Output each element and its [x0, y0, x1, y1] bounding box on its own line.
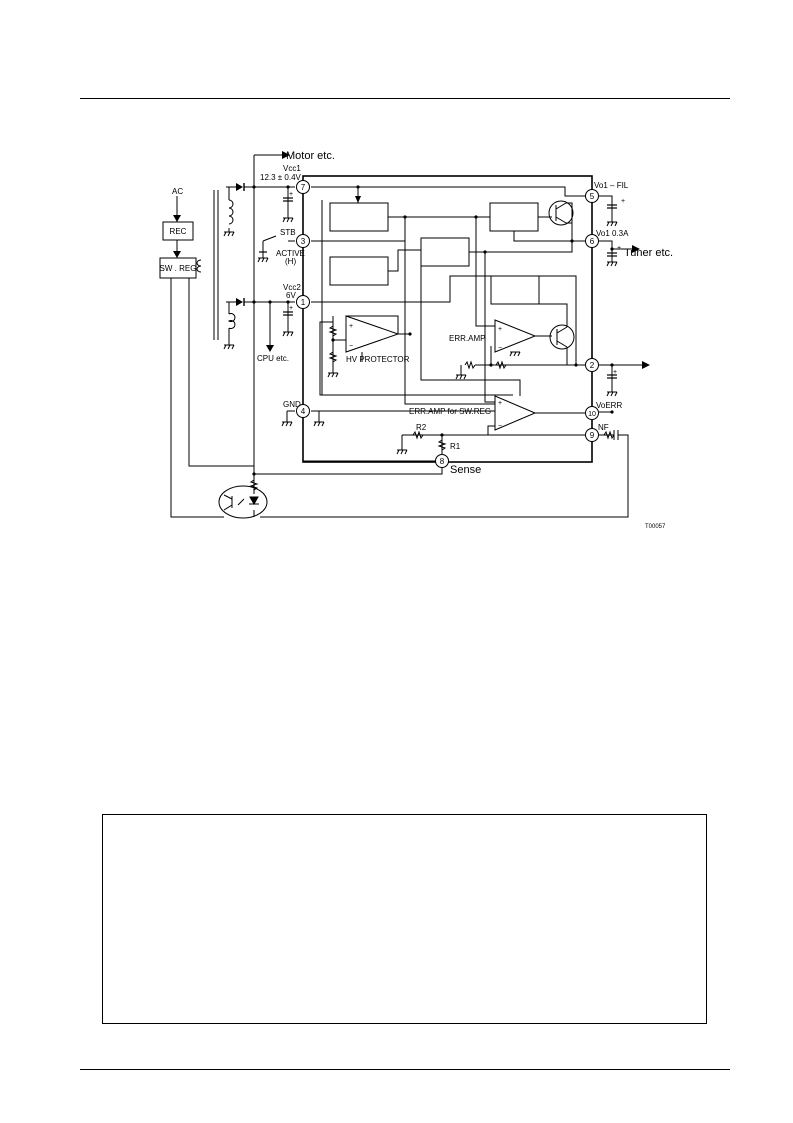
swreg-label: SW . REG [160, 264, 197, 273]
vcc1-name-label: Vcc1 [283, 164, 301, 173]
swreg-block [159, 257, 197, 279]
notes-box [102, 814, 707, 1024]
vo1-current-label: 0.3A [612, 229, 629, 238]
err-amp-label: ERR.AMP [449, 334, 485, 343]
err-amp-opamp [494, 319, 537, 353]
internal-block-upper-right [489, 202, 539, 232]
cpu-arrow-icon [266, 345, 274, 352]
pin-2: 2 [590, 361, 595, 370]
svg-text:+: + [498, 326, 502, 333]
rec-arrow-icon [173, 251, 181, 258]
internal-block-lower-left [329, 256, 389, 286]
resistor-r1 [437, 439, 447, 451]
internal-block-center [420, 237, 470, 267]
active-label: ACTIVE [276, 249, 305, 258]
pin-9: 9 [590, 431, 595, 440]
nf-label: NF [598, 423, 609, 432]
hv-protector-label: HV PROTECTOR [346, 355, 410, 364]
pin-3: 3 [301, 237, 306, 246]
err-amp-swreg-opamp [494, 395, 537, 431]
svg-text:+: + [621, 198, 625, 205]
r1-label: R1 [450, 442, 461, 451]
vcc1-diode-icon [236, 183, 243, 191]
swreg-coil [196, 259, 202, 273]
figure-code-label: T00057 [645, 524, 666, 530]
inner-arrow-icon [355, 196, 361, 203]
r2-label: R2 [416, 423, 427, 432]
svg-text:+: + [498, 400, 502, 407]
pin2-arrow-icon [642, 361, 650, 369]
transformer-coil-upper [228, 199, 234, 225]
transformer-coil-lower [227, 313, 236, 329]
pin-8: 8 [440, 457, 445, 466]
svg-text:+: + [613, 369, 617, 376]
vo1fil-label: Vo1 – FIL [594, 181, 629, 190]
pin-5: 5 [590, 192, 595, 201]
ac-label: AC [172, 187, 183, 196]
resistor-r2 [412, 430, 424, 440]
tuner-label: Tuner etc. [624, 247, 673, 259]
rec-label: REC [170, 227, 187, 236]
vcc1-value-label: 12.3 ± 0.4V [260, 173, 302, 182]
vcc2-diode-icon [236, 298, 243, 306]
err-amp-swreg-label: ERR.AMP for SW.REG [409, 407, 491, 416]
svg-text:+: + [289, 191, 293, 198]
cpu-label: CPU etc. [257, 354, 289, 363]
internal-block-upper-left [329, 202, 389, 232]
output-transistor-lower [549, 324, 575, 350]
sense-label: Sense [450, 464, 481, 476]
vcc2-value-label: 6V [286, 291, 296, 300]
tuner-arrow-icon [632, 245, 640, 253]
ac-arrow-icon [173, 215, 181, 222]
svg-text:−: − [349, 343, 353, 350]
active-h-label: (H) [285, 257, 296, 266]
stb-label: STB [280, 228, 296, 237]
svg-text:−: − [498, 423, 502, 430]
pin-markers: 7 3 1 4 5 6 2 10 9 8 [296, 180, 599, 468]
hv-protector-opamp [345, 315, 400, 353]
internal-block-mid-right [490, 275, 540, 305]
footer-rule [80, 1069, 730, 1070]
voerr-label: VoERR [596, 401, 622, 410]
svg-text:−: − [498, 345, 502, 352]
svg-text:+: + [349, 323, 353, 330]
pin-4: 4 [301, 407, 306, 416]
vcc2-name-label: Vcc2 [283, 283, 301, 292]
pin-10: 10 [588, 411, 596, 418]
svg-text:+: + [617, 245, 621, 252]
pin-7: 7 [301, 183, 306, 192]
motor-label: Motor etc. [286, 150, 335, 162]
output-transistor-upper [548, 200, 574, 226]
motor-arrow-icon [282, 151, 290, 159]
svg-text:+: + [289, 305, 293, 312]
pin-6: 6 [590, 237, 595, 246]
pin-1: 1 [301, 298, 306, 307]
header-rule [80, 98, 730, 99]
gnd-label: GND [283, 400, 301, 409]
rec-block [162, 221, 194, 241]
vo1-label: Vo1 [596, 229, 610, 238]
photocoupler [218, 485, 268, 519]
